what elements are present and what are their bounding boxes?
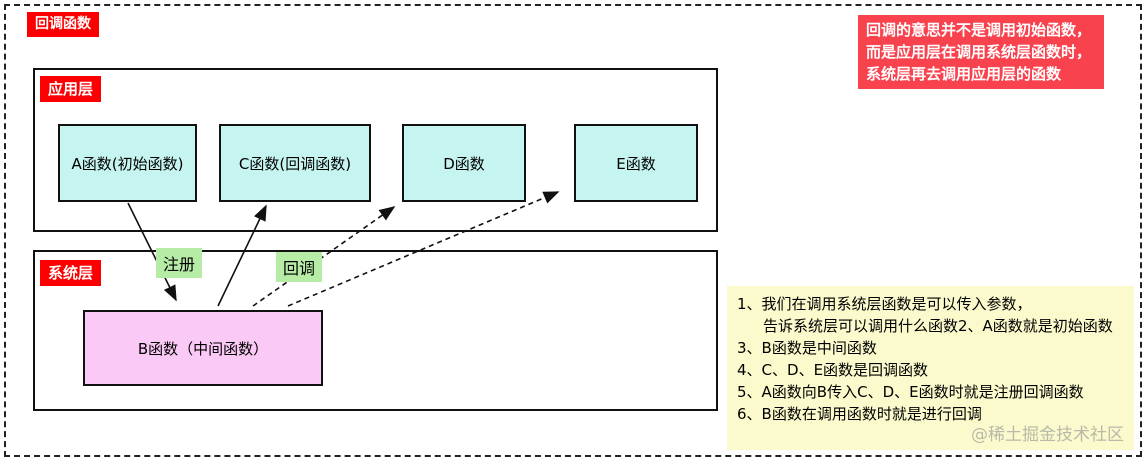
watermark-text: @稀土掘金技术社区 [971,425,1124,445]
note-item: 告诉系统层可以调用什么函数2、A函数就是初始函数 [763,317,1113,335]
system-layer-label: 系统层 [40,260,102,286]
application-layer-label: 应用层 [40,76,102,102]
note-item: 3、B函数是中间函数 [737,339,877,357]
application-layer-box: 应用层 A函数(初始函数) C函数(回调函数) D函数 E函数 [33,68,718,232]
function-e-box: E函数 [574,124,698,202]
callback-edge-label: 回调 [276,252,323,282]
system-layer-box: 系统层 B函数（中间函数） [33,250,718,411]
diagram-title-label: 回调函数 [27,12,99,37]
function-a-box: A函数(初始函数) [58,124,197,202]
note-item: 5、A函数向B传入C、D、E函数时就是注册回调函数 [737,383,1084,401]
numbered-notes-box: 1、我们在调用系统层函数是可以传入参数， 告诉系统层可以调用什么函数2、A函数就… [727,286,1134,450]
note-item: 1、我们在调用系统层函数是可以传入参数， [737,295,1032,313]
note-line: 而是应用层在调用系统层函数时， [866,43,1092,61]
note-item: 6、B函数在调用函数时就是进行回调 [737,405,982,423]
outer-dashed-border [4,4,1142,457]
note-line: 回调的意思并不是调用初始函数， [866,21,1092,39]
callback-explanation-note: 回调的意思并不是调用初始函数， 而是应用层在调用系统层函数时， 系统层再去调用应… [858,15,1104,89]
register-edge-label: 注册 [156,248,203,278]
function-c-box: C函数(回调函数) [219,124,371,202]
note-item: 4、C、D、E函数是回调函数 [737,361,929,379]
function-d-box: D函数 [402,124,526,202]
note-line: 系统层再去调用应用层的函数 [866,65,1062,83]
function-b-box: B函数（中间函数） [83,310,323,386]
